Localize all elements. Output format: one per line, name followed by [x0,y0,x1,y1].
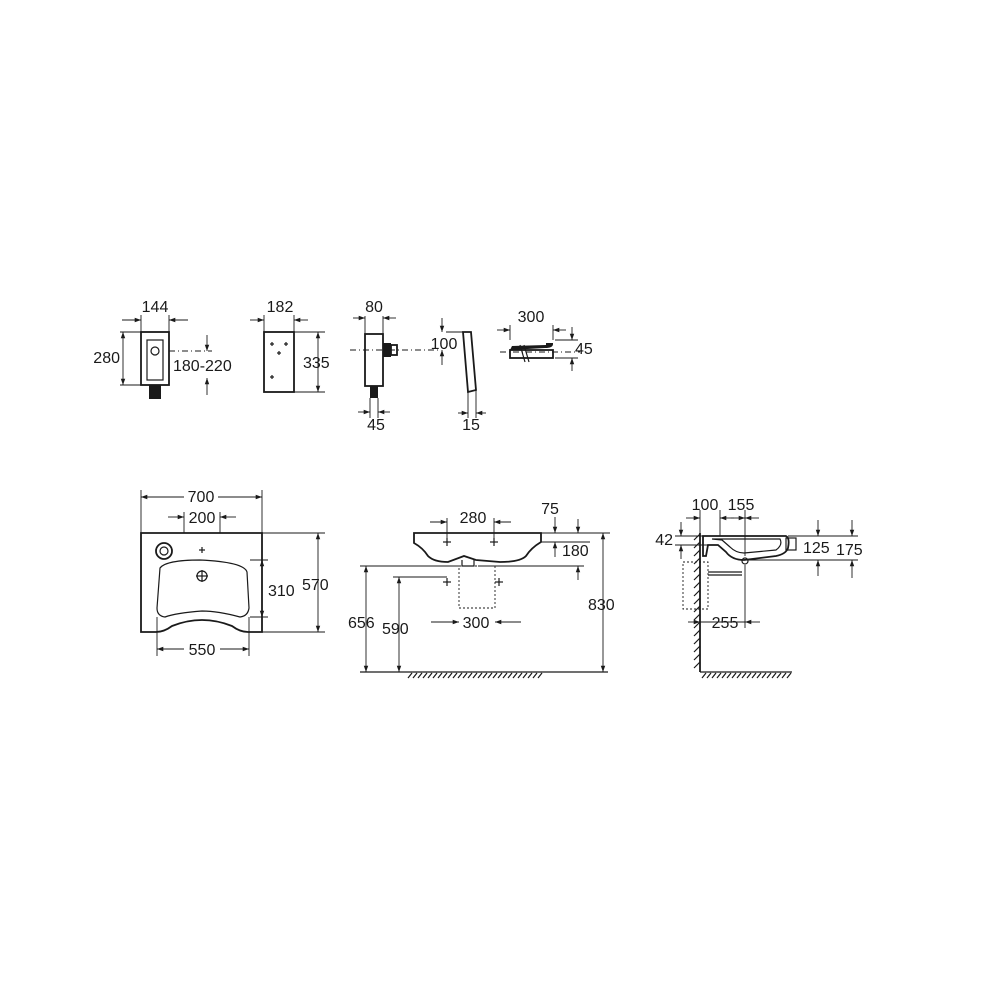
frame-side-view: 80 45 [350,299,440,434]
dim-frame-width: 144 [142,299,169,316]
dim-side-125: 125 [803,540,830,557]
dim-plate-thickness: 15 [462,417,480,434]
plate-side-view: 100 15 [431,318,486,434]
dim-front-hole-spacing: 280 [460,510,487,527]
front-basin-outline [413,532,542,563]
handle-bar [509,349,554,359]
basin-grip-hole [155,542,173,560]
dim-plate-width: 182 [267,299,294,316]
dim-front-under-590: 590 [382,621,409,638]
dim-front-top: 75 [541,501,559,518]
dim-side-bottom: 45 [367,417,385,434]
frame-side-outline [364,333,384,387]
dim-side-42: 42 [655,532,673,549]
dim-plate-height: 335 [303,355,330,372]
basin-top-view: 700 200 570 310 550 [140,487,329,659]
side-grip [785,537,797,551]
basin-front-view: 280 75 180 830 656 590 300 [348,501,615,679]
dim-frame-height: 280 [93,350,120,367]
dim-side-155: 155 [728,497,755,514]
frame-view: 144 280 180-220 [93,299,232,399]
dim-front-rim: 180 [562,543,589,560]
basin-outline [140,532,263,633]
dim-side-255: 255 [712,615,739,632]
dim-side-175: 175 [836,542,863,559]
side-pedestal [682,561,709,610]
dim-bowl-width: 550 [189,642,216,659]
dim-tap-spacing: 200 [189,510,216,527]
handle-view: 300 45 [497,309,593,371]
dim-handle-height: 45 [575,341,593,358]
dim-frame-range: 180-220 [173,358,232,375]
dim-plate-side-height: 100 [431,336,458,353]
dim-side-100: 100 [692,497,719,514]
dim-basin-depth: 570 [302,577,329,594]
dim-pedestal-width: 300 [463,615,490,632]
dim-handle-length: 300 [518,309,545,326]
frame-outlet [149,385,161,399]
dim-front-height: 830 [588,597,615,614]
dim-basin-width: 700 [188,489,215,506]
side-floor-hatch [701,672,792,679]
side-basin-outline [702,535,790,561]
basin-bowl [156,559,250,618]
basin-side-view: 100 155 42 125 175 255 [655,497,863,679]
dim-side-depth: 80 [365,299,383,316]
plate-outline [263,331,295,393]
plate-side-outline [462,331,477,394]
front-floor-hatch [407,672,543,679]
side-wall-hatch [693,533,701,669]
plate-view: 182 335 [250,299,330,393]
dim-bowl-depth: 310 [268,583,295,600]
front-pedestal [458,565,496,609]
dim-front-under-656: 656 [348,615,375,632]
